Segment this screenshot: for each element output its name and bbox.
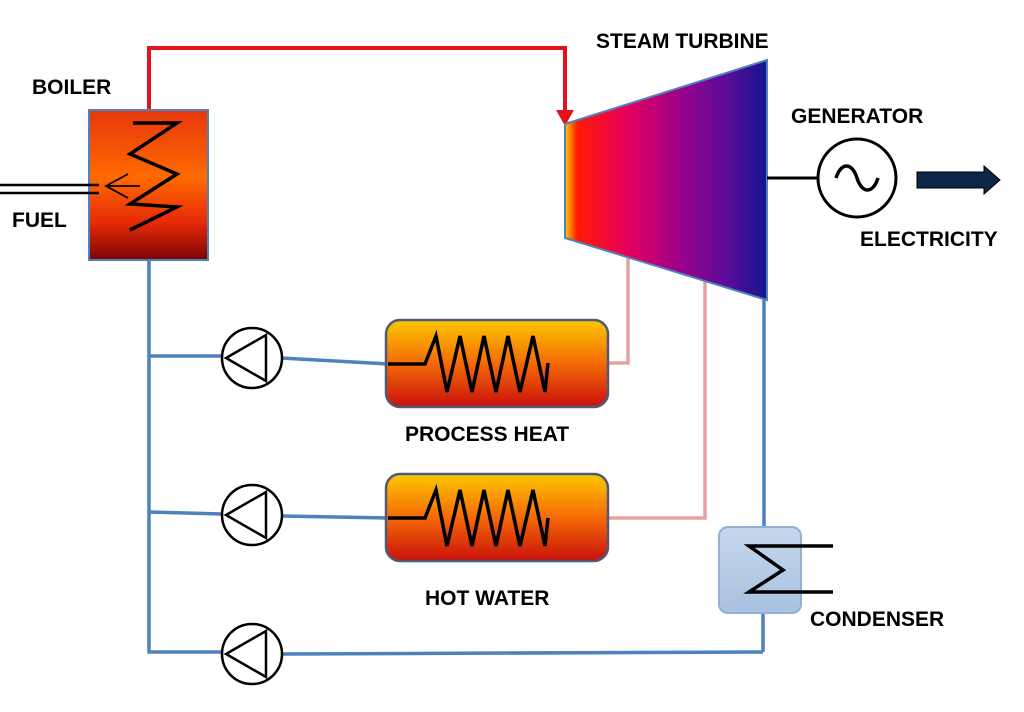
steam-turbine: [564, 58, 768, 302]
zigzag-coil-icon: [388, 483, 550, 547]
condenser-coil-icon: [743, 544, 833, 594]
fuel-line: [0, 173, 140, 199]
pump-triangle-icon: [223, 489, 268, 541]
zigzag-coil-icon: [124, 121, 184, 232]
hot-water-label: HOT WATER: [425, 587, 549, 610]
pump-triangle-icon: [223, 332, 268, 384]
boiler: [0, 109, 209, 261]
steam-pipe: [147, 46, 574, 126]
hot-water-pump: [220, 483, 284, 547]
generator: [816, 137, 898, 219]
process-heat-pump: [220, 326, 284, 390]
fuel-label: FUEL: [12, 209, 67, 232]
process-heat-label: PROCESS HEAT: [405, 423, 569, 446]
steam-turbine-label: STEAM TURBINE: [596, 30, 769, 53]
water-return-pipes: [147, 260, 766, 656]
feedwater-pump: [220, 622, 284, 686]
boiler-label: BOILER: [32, 76, 111, 99]
process-heat-exchanger: [384, 318, 610, 409]
condenser: [718, 526, 833, 614]
ac-sine-wave-icon: [834, 164, 880, 192]
pump-triangle-icon: [223, 628, 268, 680]
hot-water-exchanger: [384, 472, 610, 563]
generator-label: GENERATOR: [791, 105, 923, 128]
electricity-label: ELECTRICITY: [860, 228, 998, 251]
zigzag-coil-icon: [388, 329, 550, 393]
condenser-label: CONDENSER: [810, 608, 944, 631]
arrow-right-icon: [916, 164, 1001, 196]
